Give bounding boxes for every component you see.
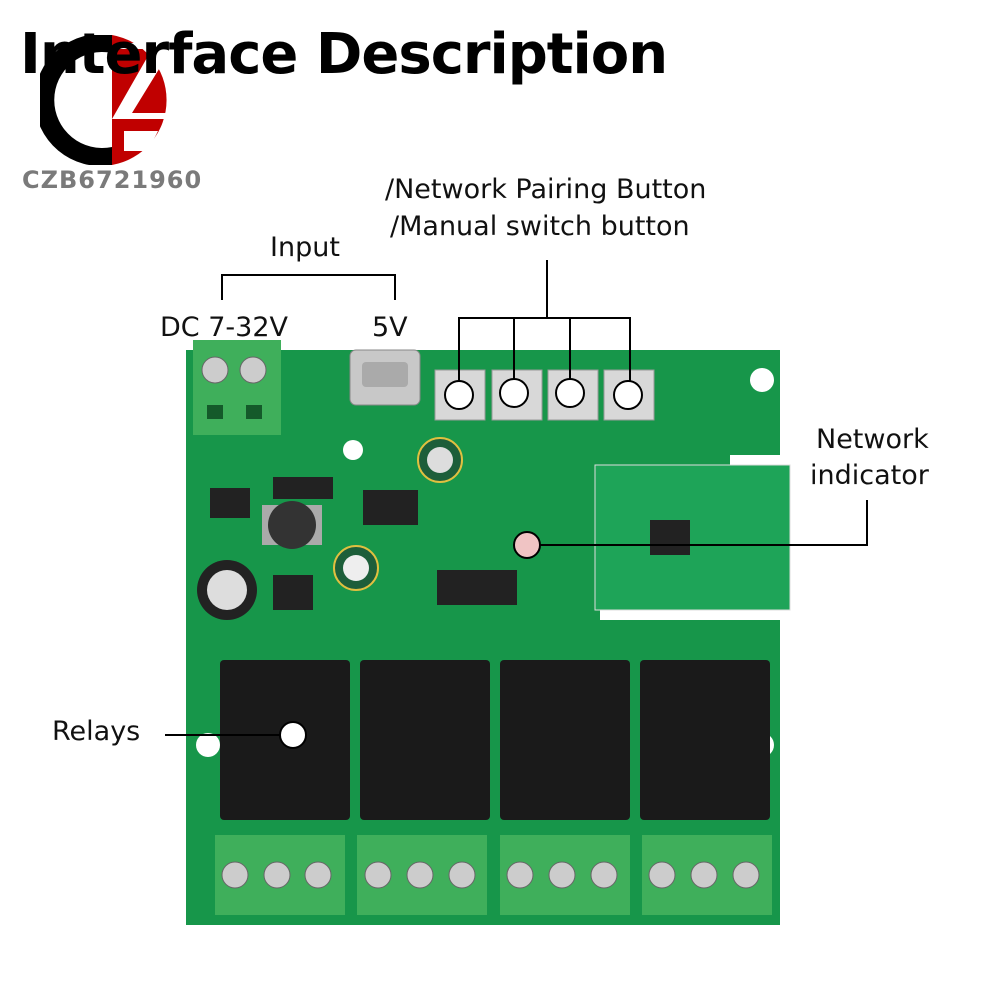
- logo-text: CZB6721960: [22, 166, 203, 194]
- manual-button-label: /Manual switch button: [390, 211, 690, 242]
- output-terminals: [215, 835, 772, 915]
- network-indicator-label-line2: indicator: [810, 460, 929, 491]
- dc-range-label: DC 7-32V: [160, 312, 288, 343]
- input-terminal-block: [193, 340, 281, 435]
- input-label: Input: [270, 232, 340, 263]
- relays-label: Relays: [52, 716, 141, 747]
- relays: [220, 660, 770, 820]
- page-title: Interface Description: [20, 22, 668, 87]
- wifi-module: [594, 464, 791, 611]
- usb-5v-label: 5V: [372, 312, 408, 343]
- brand-logo-icon: [40, 35, 175, 165]
- pairing-button-label: /Network Pairing Button: [385, 174, 707, 205]
- network-indicator-label-line1: Network: [816, 424, 929, 455]
